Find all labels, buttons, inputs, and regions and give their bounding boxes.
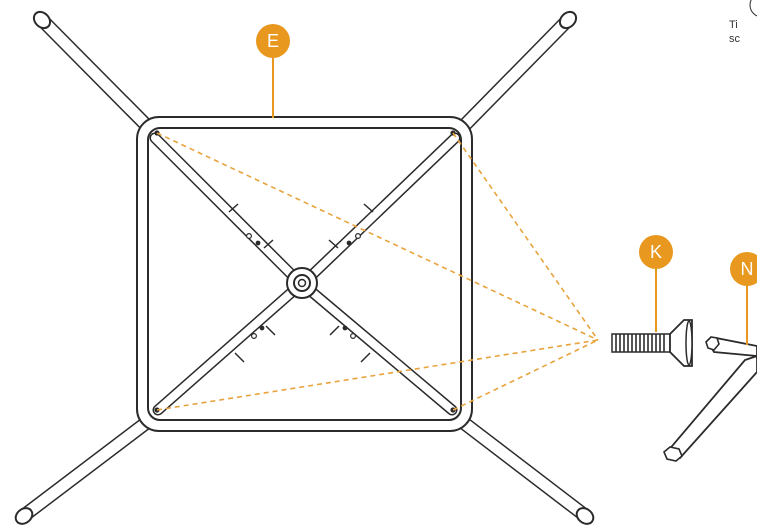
center-hub xyxy=(286,267,318,299)
label-allen-key-text: N xyxy=(741,259,754,279)
tip-note-line2: sc xyxy=(729,33,740,45)
label-screw: K xyxy=(639,235,673,332)
stool-legs xyxy=(14,10,595,525)
brace-holes xyxy=(246,233,362,340)
label-screw-text: K xyxy=(650,242,662,262)
label-allen-key: N xyxy=(730,252,757,345)
leg-bottom-right xyxy=(453,413,595,525)
label-frame: E xyxy=(256,24,290,118)
leg-top-right xyxy=(449,10,578,141)
guide-lines xyxy=(156,132,599,411)
label-frame-text: E xyxy=(267,31,279,51)
tip-note: Ti sc xyxy=(729,18,757,46)
cross-brace xyxy=(149,132,461,416)
info-icon xyxy=(749,0,757,17)
leg-bottom-left xyxy=(14,413,157,525)
screw xyxy=(611,319,693,367)
allen-key xyxy=(663,336,757,462)
tip-note-line1: Ti xyxy=(729,19,738,31)
leg-top-left xyxy=(32,10,162,141)
